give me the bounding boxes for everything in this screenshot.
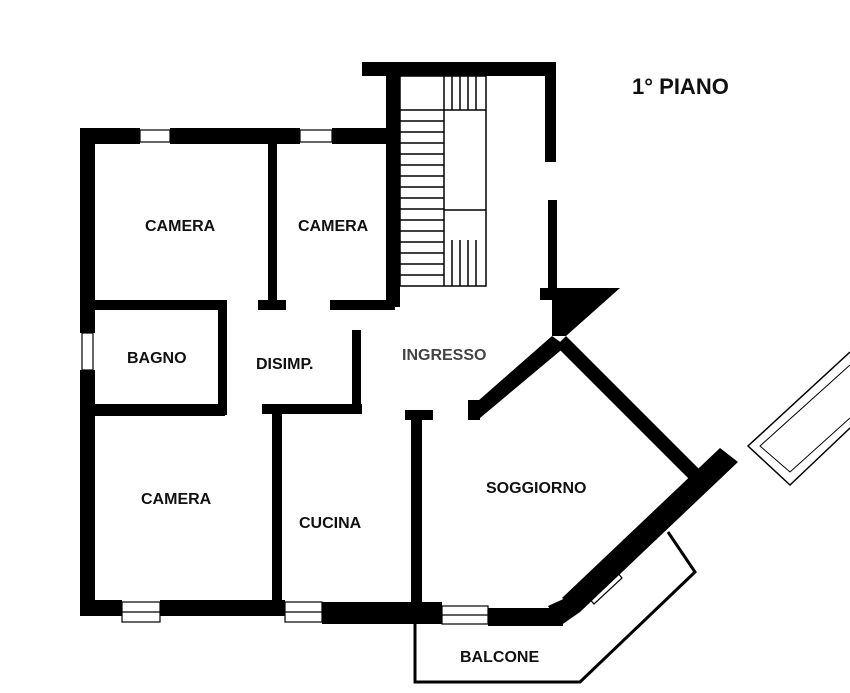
room-label-camera-top-left: CAMERA (145, 218, 216, 235)
room-label-bagno: BAGNO (127, 350, 187, 367)
windows (81, 129, 623, 625)
outer-walls (80, 62, 738, 626)
room-label-balcone: BALCONE (460, 649, 539, 666)
interior-walls (93, 140, 480, 614)
room-label-ingresso: INGRESSO (402, 347, 486, 364)
room-label-cucina: CUCINA (299, 515, 362, 532)
staircase (399, 75, 487, 287)
adjacent-terrace-outline (746, 351, 850, 487)
room-label-disimpegno: DISIMP. (256, 356, 314, 373)
balcony-outline (413, 531, 697, 684)
floor-title: 1° PIANO (632, 74, 729, 99)
room-label-soggiorno: SOGGIORNO (486, 480, 586, 497)
room-label-camera-top-right: CAMERA (298, 218, 369, 235)
room-label-camera-bottom-left: CAMERA (141, 491, 212, 508)
